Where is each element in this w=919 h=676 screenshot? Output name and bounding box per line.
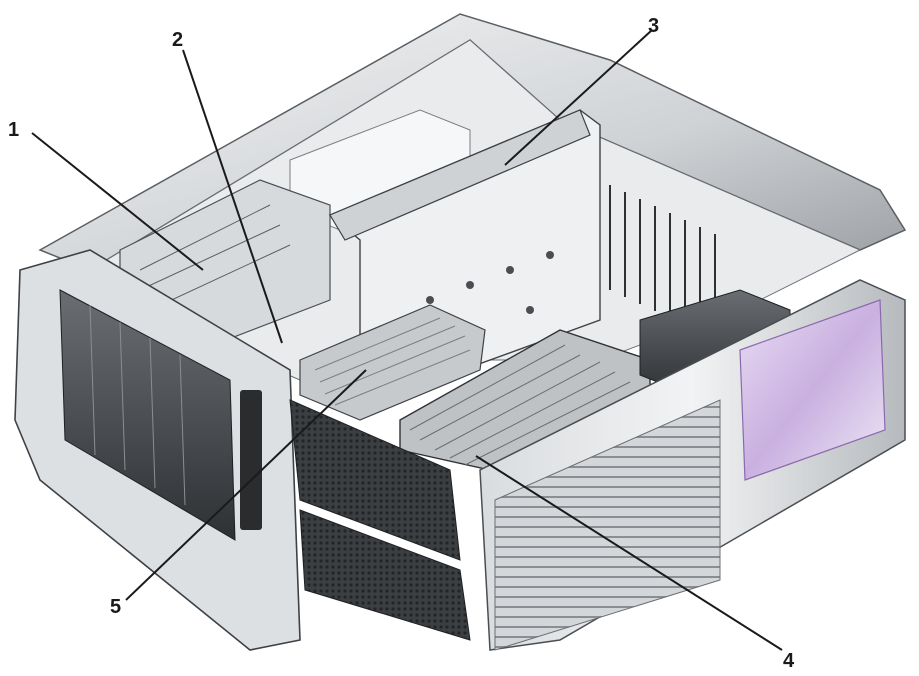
front-mesh-upper — [289, 399, 461, 561]
leader-3 — [504, 29, 653, 166]
card-fan-bracket-top — [329, 109, 591, 241]
leader-4 — [475, 455, 783, 651]
callout-label-2: 2 — [172, 29, 184, 51]
processor-shroud-ribs — [409, 344, 631, 466]
callout-label-1: 1 — [8, 119, 20, 141]
leader-5 — [125, 369, 367, 601]
callout-label-3: 3 — [648, 15, 660, 37]
callout-leaders — [31, 29, 783, 651]
memory-cover — [299, 304, 486, 421]
leader-1 — [31, 132, 204, 271]
callout-label-4: 4 — [783, 650, 795, 672]
drive-bay-dividers — [89, 304, 186, 506]
side-vent-slats — [494, 399, 721, 651]
front-mesh-lower — [299, 509, 471, 641]
drive-bays — [59, 289, 236, 541]
front-io-panel — [240, 390, 262, 530]
leader-2 — [182, 49, 283, 344]
callout-label-5: 5 — [110, 596, 122, 618]
memory-cover-ribs — [314, 317, 471, 406]
side-badge — [739, 299, 886, 481]
